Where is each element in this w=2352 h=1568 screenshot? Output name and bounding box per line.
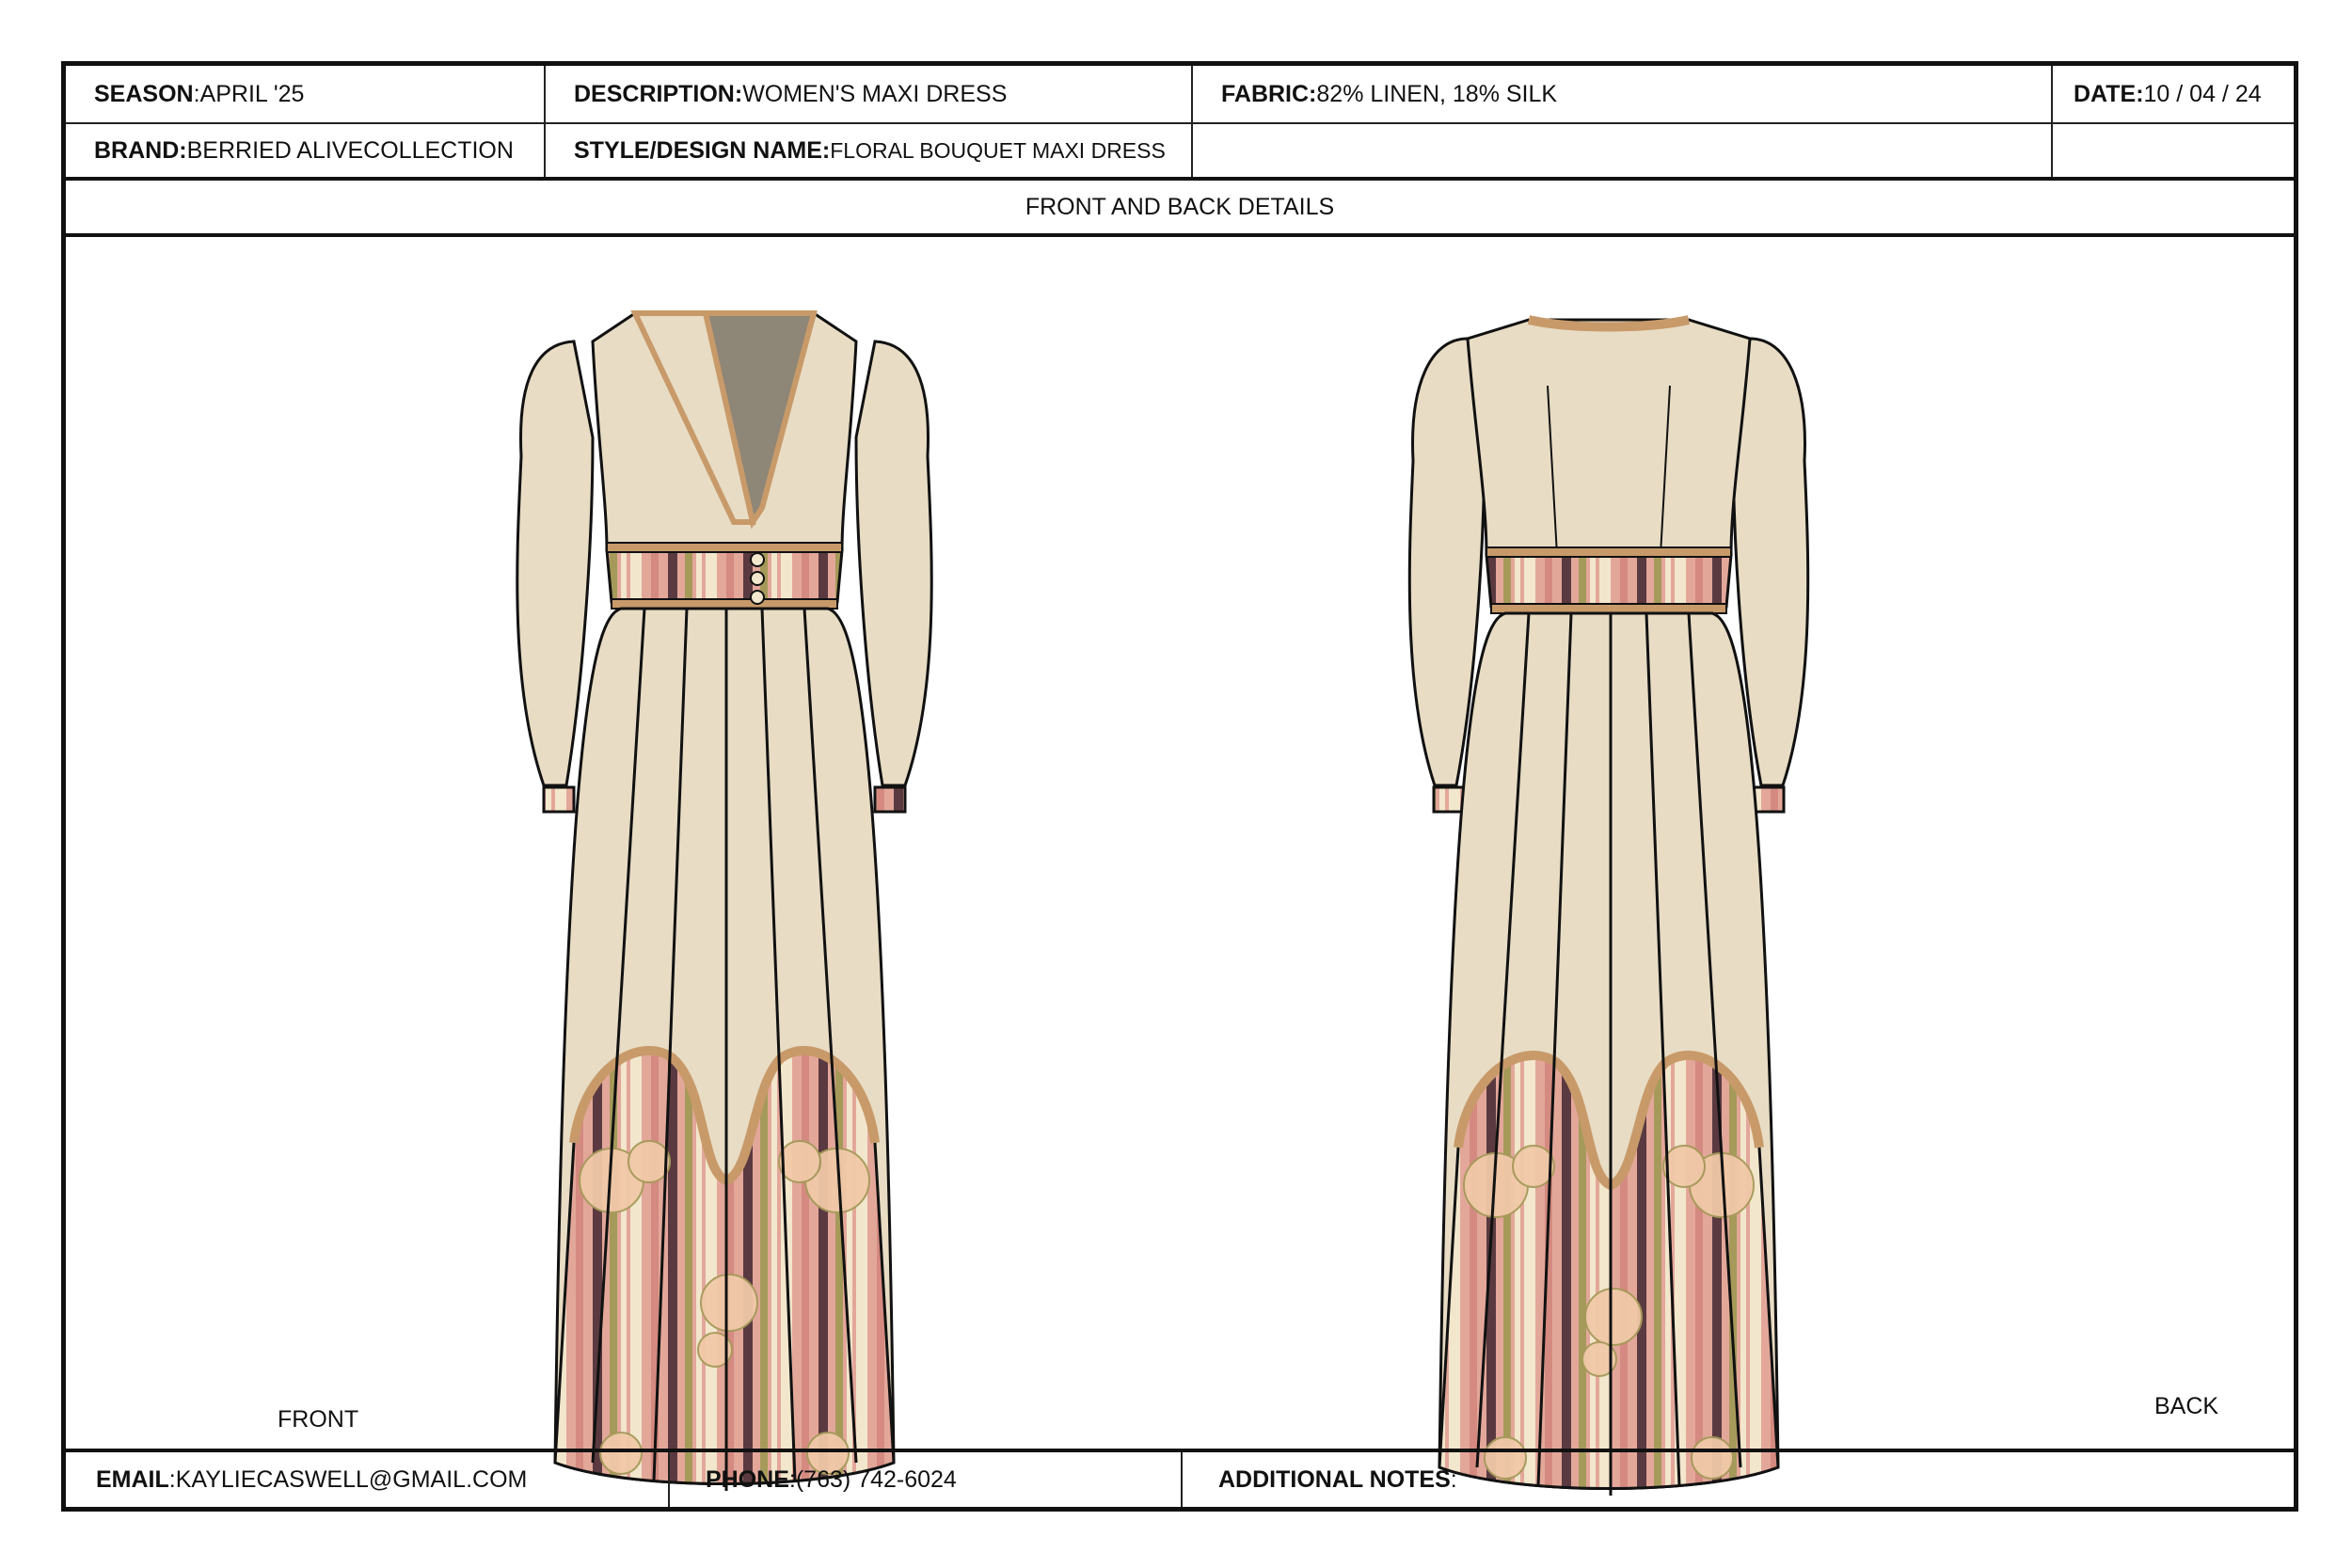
header-row-1: SEASON: APRIL '25 DESCRIPTION: WOMEN'S M… [66, 66, 2294, 124]
description-value: WOMEN'S MAXI DRESS [742, 80, 1008, 107]
style-name-value: FLORAL BOUQUET MAXI DRESS [830, 137, 1166, 163]
email-cell: EMAIL: KAYLIECASWELL@GMAIL.COM [66, 1452, 668, 1507]
section-title-row: FRONT AND BACK DETAILS [66, 181, 2294, 237]
phone-value: (763) 742-6024 [795, 1465, 957, 1493]
notes-cell: ADDITIONAL NOTES: [1181, 1452, 2294, 1507]
style-name-label: STYLE/DESIGN NAME: [574, 136, 831, 164]
brand-cell: BRAND: BERRIED ALIVECOLLECTION [66, 124, 544, 177]
footer-row: EMAIL: KAYLIECASWELL@GMAIL.COM PHONE: (7… [66, 1449, 2294, 1507]
waistband [605, 548, 844, 604]
phone-cell: PHONE: (763) 742-6024 [668, 1452, 1181, 1507]
blank-cell-2 [2051, 124, 2294, 177]
left-cuff [542, 785, 576, 814]
header-row-2: BRAND: BERRIED ALIVECOLLECTION STYLE/DES… [66, 124, 2294, 181]
brand-value: BERRIED ALIVECOLLECTION [186, 136, 514, 164]
notes-label: ADDITIONAL NOTES [1218, 1465, 1451, 1493]
right-cuff [873, 785, 907, 814]
v-neck-trim [630, 310, 756, 525]
season-label: SEASON [94, 80, 194, 107]
blank-cell-1 [1191, 124, 2051, 177]
back-waistband [1485, 553, 1733, 609]
tech-pack-sheet: SEASON: APRIL '25 DESCRIPTION: WOMEN'S M… [61, 61, 2298, 1512]
style-name-cell: STYLE/DESIGN NAME: FLORAL BOUQUET MAXI D… [544, 124, 1191, 177]
phone-sep: : [788, 1465, 796, 1493]
back-right-cuff [1752, 785, 1786, 814]
back-right-sleeve [1731, 337, 1810, 787]
front-view-label: FRONT [278, 1406, 359, 1433]
front-dress-illustration [516, 310, 933, 1491]
description-cell: DESCRIPTION: WOMEN'S MAXI DRESS [544, 66, 1191, 122]
email-sep: : [168, 1465, 176, 1493]
season-sep: : [193, 80, 200, 107]
back-view-label: BACK [2154, 1393, 2219, 1419]
right-sleeve [854, 340, 933, 787]
email-label: EMAIL [96, 1465, 169, 1493]
back-left-sleeve [1407, 337, 1486, 787]
notes-sep: : [1450, 1465, 1457, 1493]
phone-label: PHONE [706, 1465, 789, 1493]
back-bodice [1466, 318, 1752, 557]
fabric-value: 82% LINEN, 18% SILK [1316, 80, 1558, 107]
left-sleeve [516, 340, 595, 787]
floral-motifs [579, 1140, 870, 1475]
fabric-label: FABRIC: [1221, 80, 1317, 107]
season-value: APRIL '25 [199, 80, 305, 107]
section-title: FRONT AND BACK DETAILS [1025, 193, 1335, 220]
description-label: DESCRIPTION: [574, 80, 743, 107]
back-floral-motifs [1463, 1145, 1755, 1480]
brand-label: BRAND: [94, 136, 187, 164]
back-dress-illustration [1407, 315, 1810, 1496]
date-label: DATE: [2074, 80, 2144, 107]
date-cell: DATE: 10 / 04 / 24 [2051, 66, 2294, 122]
email-value: KAYLIECASWELL@GMAIL.COM [175, 1465, 528, 1493]
date-value: 10 / 04 / 24 [2143, 80, 2262, 107]
back-left-cuff [1432, 785, 1466, 814]
season-cell: SEASON: APRIL '25 [66, 66, 544, 122]
fabric-cell: FABRIC: 82% LINEN, 18% SILK [1191, 66, 2051, 122]
